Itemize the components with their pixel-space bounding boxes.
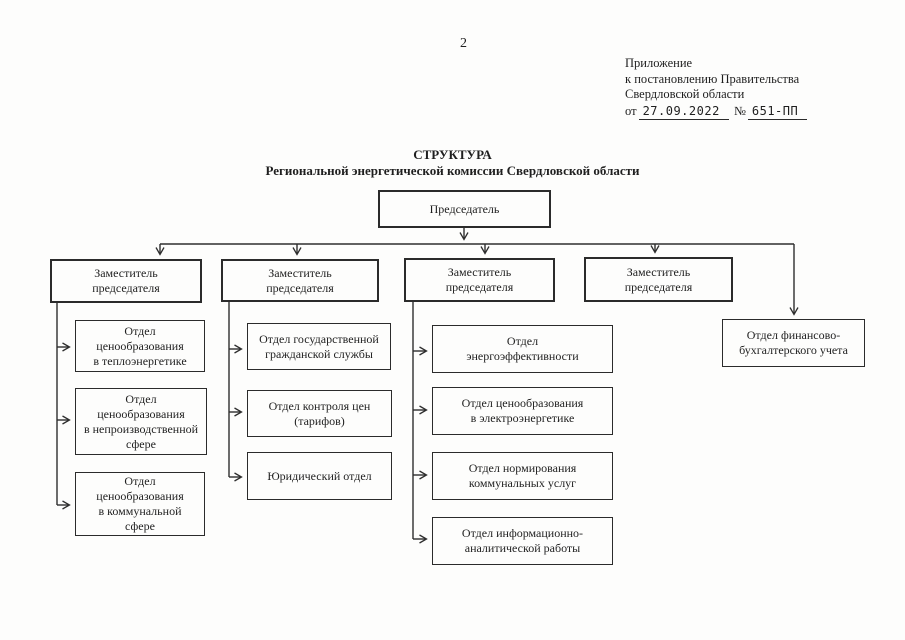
deputy-box-2: Заместитель председателя bbox=[221, 259, 379, 302]
dept-box-tariff-control: Отдел контроля цен (тарифов) bbox=[247, 390, 392, 437]
dept-box-info-analytics: Отдел информационно- аналитической работ… bbox=[432, 517, 613, 565]
appendix-line-2: к постановлению Правительства bbox=[625, 71, 800, 86]
dept-box-pricing-nonproduction: Отдел ценообразования в непроизводственн… bbox=[75, 388, 207, 455]
deputy-box-3: Заместитель председателя bbox=[404, 258, 555, 302]
dept-box-energy-efficiency: Отдел энергоэффективности bbox=[432, 325, 613, 373]
dept-box-pricing-electricity: Отдел ценообразования в электроэнергетик… bbox=[432, 387, 613, 435]
title-block: СТРУКТУРА Региональной энергетической ко… bbox=[0, 147, 905, 179]
appendix-date-value: 27.09.2022 bbox=[638, 104, 729, 120]
page-number: 2 bbox=[460, 36, 467, 51]
appendix-number-value: 651-ПП bbox=[747, 104, 808, 120]
deputy-box-4: Заместитель председателя bbox=[584, 257, 733, 302]
document-subtitle: Региональной энергетической комиссии Све… bbox=[265, 163, 640, 178]
dept-box-pricing-heat: Отдел ценообразования в теплоэнергетике bbox=[75, 320, 205, 372]
dept-box-pricing-communal: Отдел ценообразования в коммунальной сфе… bbox=[75, 472, 205, 536]
appendix-number-sign: № bbox=[733, 103, 746, 118]
deputy-box-1: Заместитель председателя bbox=[50, 259, 202, 303]
dept-box-finance-accounting: Отдел финансово- бухгалтерского учета bbox=[722, 319, 865, 367]
document-title: СТРУКТУРА bbox=[413, 147, 492, 162]
appendix-line-1: Приложение bbox=[625, 56, 693, 70]
chairman-box: Председатель bbox=[378, 190, 551, 228]
appendix-block: Приложение к постановлению Правительства… bbox=[625, 56, 809, 120]
dept-box-legal: Юридический отдел bbox=[247, 452, 392, 500]
appendix-line-3: Свердловской области bbox=[625, 87, 745, 101]
dept-box-civil-service: Отдел государственной гражданской службы bbox=[247, 323, 391, 370]
dept-box-communal-standards: Отдел нормирования коммунальных услуг bbox=[432, 452, 613, 500]
appendix-from-label: от bbox=[625, 103, 637, 118]
